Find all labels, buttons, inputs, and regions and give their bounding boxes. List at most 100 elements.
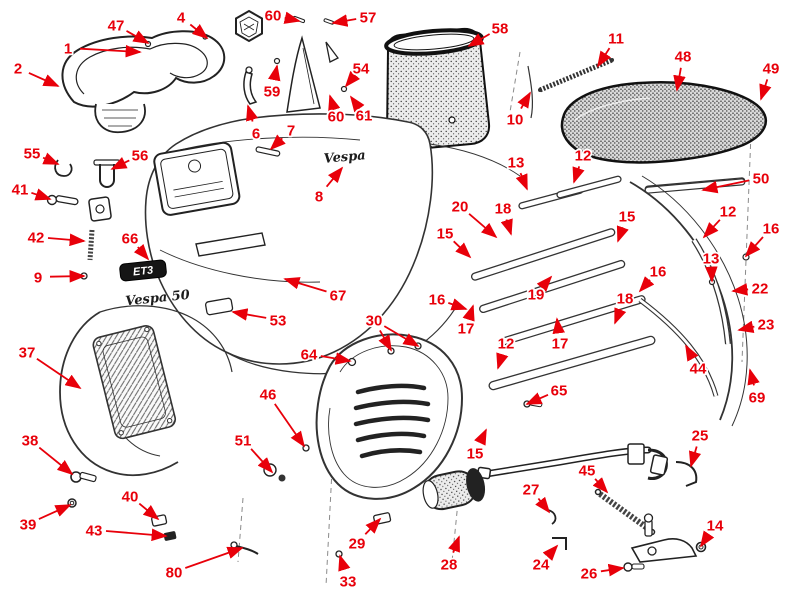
callout-arrow-67	[283, 277, 327, 293]
part-number-label-12: 12	[498, 336, 515, 353]
callout-arrow-22	[731, 283, 749, 296]
callout-arrow-16	[638, 276, 655, 293]
callout-arrow-65	[525, 392, 549, 405]
part-number-label-15: 15	[619, 209, 636, 226]
callout-arrow-1	[79, 44, 142, 58]
part-number-label-11: 11	[608, 31, 624, 48]
center-stand-drawing	[476, 443, 698, 487]
callout-arrow-28	[448, 535, 460, 554]
callout-arrow-16	[744, 236, 764, 258]
callout-arrow-46	[274, 403, 306, 448]
part-number-label-26: 26	[581, 566, 598, 583]
callout-arrow-15	[453, 240, 472, 259]
model-script-text: Vespa 50	[125, 288, 191, 310]
part-number-label-55: 55	[24, 146, 41, 163]
callout-arrow-39	[38, 504, 72, 520]
part-number-label-40: 40	[122, 489, 139, 506]
part-number-label-13: 13	[508, 155, 525, 172]
part-number-label-65: 65	[551, 383, 568, 400]
part-number-label-23: 23	[758, 317, 775, 334]
part-number-label-48: 48	[675, 49, 692, 66]
callout-arrow-6	[246, 104, 259, 122]
part-number-label-42: 42	[28, 230, 45, 247]
floor-rails-drawing	[471, 175, 746, 391]
part-number-label-61: 61	[356, 108, 373, 125]
part-number-label-10: 10	[507, 112, 524, 129]
callout-arrow-55	[42, 152, 60, 165]
callout-arrow-12	[702, 219, 721, 239]
document-holder-drawing	[153, 141, 241, 216]
callout-arrow-10	[517, 91, 531, 110]
callout-arrow-23	[737, 320, 755, 334]
part-number-label-15: 15	[467, 446, 484, 463]
part-number-label-9: 9	[34, 270, 42, 287]
callout-arrow-2	[28, 72, 60, 87]
part-number-label-17: 17	[458, 321, 475, 338]
callout-arrow-8	[325, 166, 344, 188]
callout-arrow-33	[338, 554, 351, 572]
callout-arrow-50	[701, 179, 750, 194]
callout-arrow-66	[133, 243, 150, 261]
part-number-label-57: 57	[360, 10, 377, 27]
callout-arrow-45	[592, 477, 609, 494]
part-number-label-46: 46	[260, 387, 277, 404]
piaggio-emblem-drawing	[235, 9, 263, 43]
part-number-label-33: 33	[340, 574, 357, 591]
callout-arrow-49	[759, 79, 772, 101]
callout-arrow-25	[688, 446, 702, 468]
part-number-label-19: 19	[528, 287, 545, 304]
callout-arrow-20	[468, 213, 498, 239]
part-number-label-16: 16	[650, 264, 667, 281]
part-number-label-22: 22	[752, 281, 769, 298]
part-number-label-58: 58	[492, 21, 509, 38]
callout-arrow-19	[536, 275, 553, 292]
callout-arrow-15	[474, 428, 487, 446]
part-number-label-18: 18	[495, 201, 512, 218]
part-number-label-45: 45	[579, 463, 596, 480]
part-number-label-66: 66	[122, 231, 139, 248]
part-number-label-18: 18	[617, 291, 634, 308]
callout-arrow-42	[47, 233, 86, 247]
callout-arrow-17	[462, 304, 475, 322]
part-number-label-56: 56	[132, 148, 149, 165]
part-number-label-59: 59	[264, 84, 281, 101]
part-number-label-30: 30	[366, 313, 383, 330]
callout-arrow-12	[496, 352, 509, 370]
headset-levers-drawing	[243, 35, 339, 113]
part-number-label-41: 41	[12, 182, 29, 199]
callout-arrow-30	[383, 325, 420, 347]
callout-arrow-37	[36, 357, 82, 390]
part-number-label-60: 60	[328, 109, 345, 126]
part-number-label-28: 28	[441, 557, 458, 574]
callout-arrow-47	[126, 30, 150, 44]
callout-arrow-27	[535, 496, 551, 514]
part-number-label-29: 29	[349, 536, 366, 553]
callout-arrow-14	[700, 530, 715, 548]
part-number-label-27: 27	[523, 482, 540, 499]
callout-arrow-53	[231, 308, 267, 321]
hub-cylinder-drawing	[422, 468, 486, 511]
part-number-label-60: 60	[265, 8, 282, 25]
engine-cowl-drawing	[315, 333, 464, 500]
part-number-label-13: 13	[703, 251, 720, 268]
callout-arrow-44	[685, 344, 699, 362]
part-number-label-37: 37	[19, 345, 36, 362]
callout-arrow-41	[31, 188, 52, 201]
callout-arrow-29	[364, 517, 382, 535]
part-number-label-14: 14	[707, 518, 724, 535]
callout-arrow-9	[49, 269, 86, 283]
callout-arrow-4	[189, 23, 209, 40]
rear-frame-drawing	[629, 175, 748, 427]
frame-badge-text: ET3	[132, 264, 153, 278]
callout-arrow-61	[349, 95, 365, 113]
blank-plate-drawing	[195, 232, 266, 257]
part-number-label-12: 12	[720, 204, 737, 221]
callout-arrow-60	[328, 94, 341, 112]
part-number-label-1: 1	[64, 41, 72, 58]
part-number-label-38: 38	[22, 433, 39, 450]
part-number-label-51: 51	[235, 433, 252, 450]
callout-arrow-59	[268, 64, 281, 82]
